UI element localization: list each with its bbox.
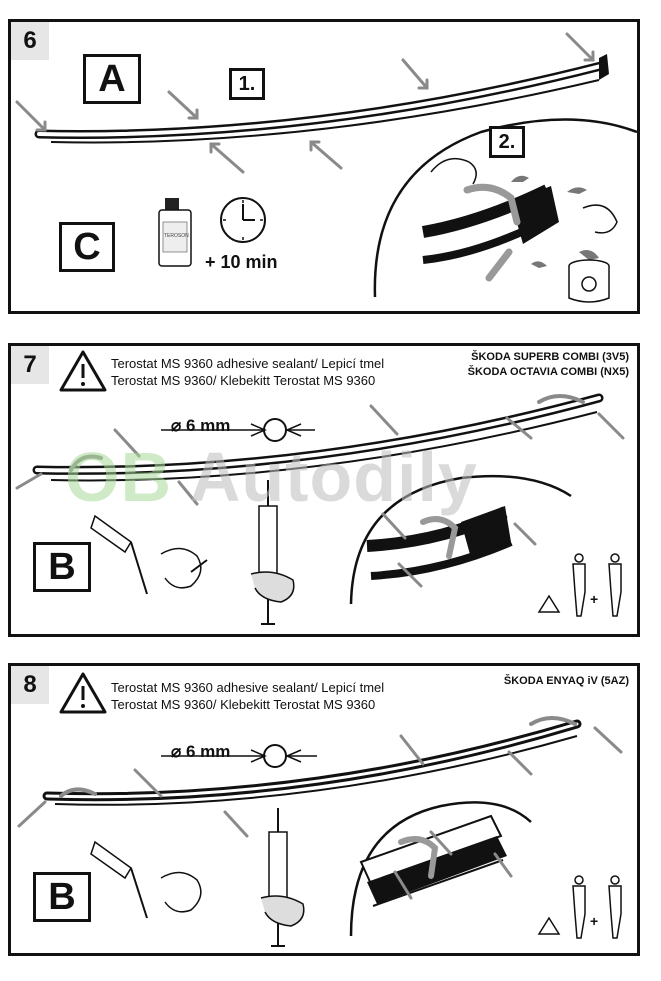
bead-diameter: ⌀ 6 mm: [171, 416, 231, 435]
watermark: OB Autodily: [65, 437, 478, 517]
step-6-panel: 6: [8, 19, 640, 314]
model-name: ŠKODA SUPERB COMBI (3V5): [471, 351, 629, 363]
cure-time-label: + 10 min: [205, 252, 278, 272]
step-7-illustration: [15, 350, 625, 625]
warning-text-line2: Terostat MS 9360/ Klebekitt Terostat MS …: [111, 373, 376, 388]
model-name: ŠKODA OCTAVIA COMBI (NX5): [467, 366, 629, 378]
step-8-illustration: [17, 672, 623, 947]
watermark-text-part: Autodily: [172, 438, 478, 516]
plus-sign: +: [590, 913, 599, 929]
warning-text-line2: Terostat MS 9360/ Klebekitt Terostat MS …: [111, 697, 376, 712]
plus-sign: +: [590, 591, 599, 607]
label-box-b: B: [33, 542, 91, 592]
bottle-label: TEROSON: [164, 233, 189, 239]
step-number: 6: [11, 22, 49, 60]
step-6-illustration: [15, 32, 637, 303]
bead-diameter: ⌀ 6 mm: [171, 742, 231, 761]
warning-text-line1: Terostat MS 9360 adhesive sealant/ Lepic…: [111, 680, 385, 695]
label-box-a: A: [83, 54, 141, 104]
label-box-1: 1.: [229, 68, 265, 100]
step-8-panel: 8: [8, 663, 640, 956]
step-number: 8: [11, 666, 49, 704]
step-7-panel: 7: [8, 343, 640, 637]
watermark-logo-part: OB: [65, 438, 172, 516]
label-box-c: C: [59, 222, 115, 272]
warning-text-line1: Terostat MS 9360 adhesive sealant/ Lepic…: [111, 356, 385, 371]
step-number: 7: [11, 346, 49, 384]
label-box-2: 2.: [489, 126, 525, 158]
model-name: ŠKODA ENYAQ iV (5AZ): [503, 675, 629, 687]
label-box-b: B: [33, 872, 91, 922]
